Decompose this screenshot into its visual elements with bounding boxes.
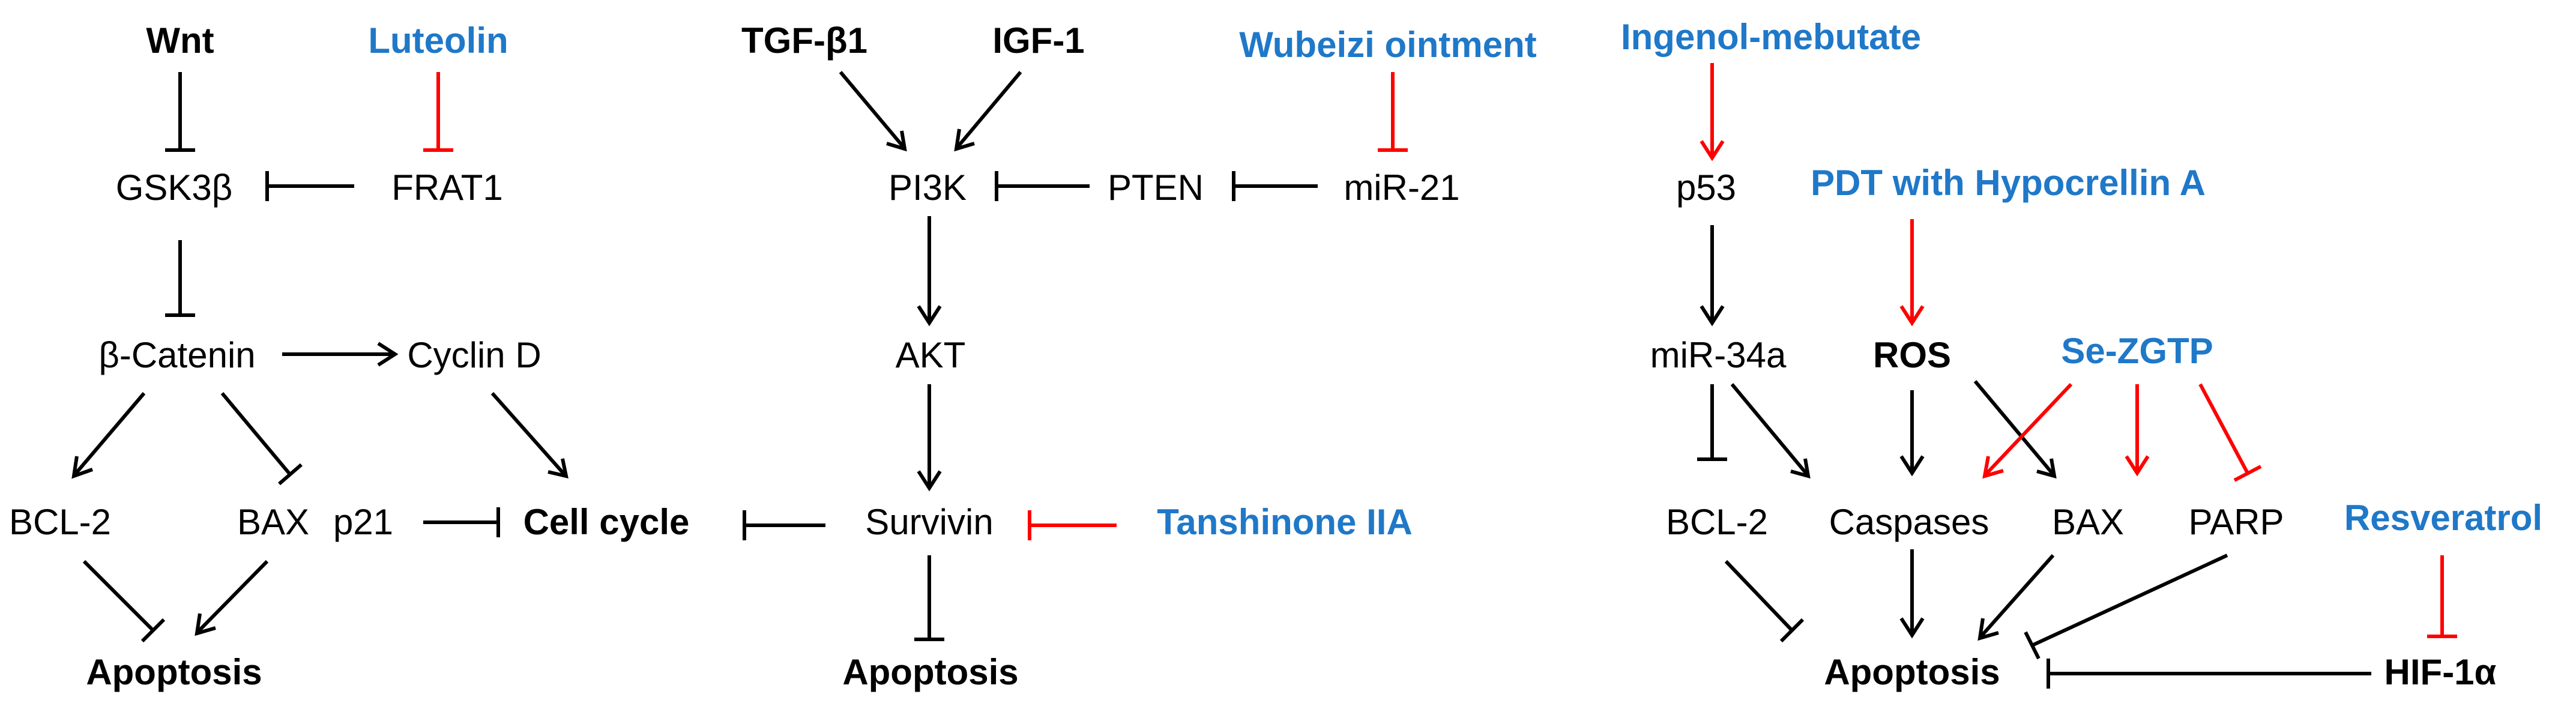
edge-akt-to-survivin xyxy=(917,384,942,492)
edge-pi3k-to-akt xyxy=(917,216,942,327)
edge-bax-to-apoptosis-3 xyxy=(1977,554,2055,641)
edge-mir34a-inhibits-bcl2 xyxy=(1697,384,1727,461)
edge-gsk3b-inhibits-b-catenin xyxy=(165,240,195,317)
edge-bcl2-inhibits-apoptosis xyxy=(82,560,166,643)
node-hif1a: HIF-1α xyxy=(2384,652,2497,692)
node-bcl2: BCL-2 xyxy=(9,502,111,542)
node-pi3k: PI3K xyxy=(888,167,967,208)
drug-pdt-hypocrellin-a: PDT with Hypocrellin A xyxy=(1811,163,2206,203)
node-survivin: Survivin xyxy=(865,502,993,542)
panel-wnt-pathway: Wnt Luteolin GSK3β FRAT1 β-Catenin Cycli… xyxy=(9,20,689,692)
edge-p21-inhibits-cell-cycle xyxy=(423,507,500,537)
node-cyclin-d: Cyclin D xyxy=(407,335,541,375)
node-mir21: miR-21 xyxy=(1344,167,1459,208)
edge-ros-to-bax xyxy=(1973,380,2057,479)
node-caspases: Caspases xyxy=(1829,502,1989,542)
edge-ros-to-caspases xyxy=(1899,390,1925,477)
panel-pi3k-pathway: TGF-β1 IGF-1 Wubeizi ointment PI3K PTEN … xyxy=(741,20,1537,692)
node-p53: p53 xyxy=(1676,167,1736,208)
edge-mir34a-to-caspases xyxy=(1730,383,1811,479)
node-igf1: IGF-1 xyxy=(992,20,1084,61)
node-cell-cycle: Cell cycle xyxy=(523,502,690,542)
edge-luteolin-inhibits-frat1 xyxy=(423,72,453,152)
node-wnt: Wnt xyxy=(146,20,214,61)
node-bax-3: BAX xyxy=(2052,502,2124,542)
edge-se-zgtp-to-bax xyxy=(2125,384,2150,477)
edge-igf1-to-pi3k xyxy=(954,71,1022,152)
edge-cyclin-d-to-cell-cycle xyxy=(490,392,569,478)
node-apoptosis-2: Apoptosis xyxy=(842,652,1018,692)
edge-tgfb1-to-pi3k xyxy=(839,71,907,152)
edge-b-catenin-to-cyclin-d xyxy=(282,342,399,367)
edge-b-catenin-to-bcl2 xyxy=(71,392,146,479)
drug-resveratrol: Resveratrol xyxy=(2344,498,2542,538)
node-parp: PARP xyxy=(2189,502,2284,542)
edge-wnt-inhibits-gsk3b xyxy=(165,72,195,152)
node-b-catenin: β-Catenin xyxy=(98,335,255,375)
panel-p53-pathway: Ingenol-mebutate p53 PDT with Hypocrelli… xyxy=(1621,17,2542,692)
drug-luteolin: Luteolin xyxy=(368,20,508,61)
edge-hif1a-inhibits-apoptosis xyxy=(2047,659,2371,689)
drug-wubeizi-ointment: Wubeizi ointment xyxy=(1239,25,1537,65)
edge-survivin-inhibits-cell-cycle xyxy=(743,510,825,540)
node-akt: AKT xyxy=(896,335,966,375)
edge-tanshinone-inhibits-survivin xyxy=(1028,510,1117,540)
edge-pten-inhibits-pi3k xyxy=(995,171,1090,201)
node-mir34a: miR-34a xyxy=(1650,335,1787,375)
node-frat1: FRAT1 xyxy=(391,167,503,208)
edge-ingenol-to-p53 xyxy=(1700,63,1725,161)
drug-tanshinone-iia: Tanshinone IIA xyxy=(1157,502,1413,542)
node-pten: PTEN xyxy=(1108,167,1204,208)
node-p21: p21 xyxy=(333,502,393,542)
drug-se-zgtp: Se-ZGTP xyxy=(2061,331,2213,371)
drug-ingenol-mebutate: Ingenol-mebutate xyxy=(1621,17,1921,57)
node-bax: BAX xyxy=(237,502,309,542)
node-tgfb1: TGF-β1 xyxy=(741,20,867,61)
edge-p53-to-mir34a xyxy=(1700,225,1725,327)
edge-wubeizi-inhibits-mir21 xyxy=(1378,72,1408,152)
edge-caspases-to-apoptosis xyxy=(1899,549,1925,639)
edge-frat1-inhibits-gsk3b xyxy=(265,171,354,201)
edge-survivin-inhibits-apoptosis xyxy=(914,555,944,641)
node-apoptosis: Apoptosis xyxy=(86,652,262,692)
node-apoptosis-3: Apoptosis xyxy=(1824,652,2000,692)
edge-mir21-inhibits-pten xyxy=(1232,171,1318,201)
node-bcl2-3: BCL-2 xyxy=(1666,502,1768,542)
edge-pdt-to-ros xyxy=(1899,219,1925,327)
edge-resveratrol-inhibits-hif1a xyxy=(2427,555,2457,638)
node-gsk3b: GSK3β xyxy=(116,167,233,208)
edge-se-zgtp-inhibits-parp xyxy=(2198,383,2262,482)
edge-parp-inhibits-apoptosis xyxy=(2024,554,2228,660)
node-ros: ROS xyxy=(1873,335,1951,375)
edge-se-zgtp-to-caspases xyxy=(1982,382,2073,479)
edge-bcl2-inhibits-apoptosis-3 xyxy=(1724,560,1805,643)
edge-b-catenin-inhibits-bax xyxy=(220,392,303,486)
edge-bax-to-apoptosis xyxy=(195,560,269,636)
